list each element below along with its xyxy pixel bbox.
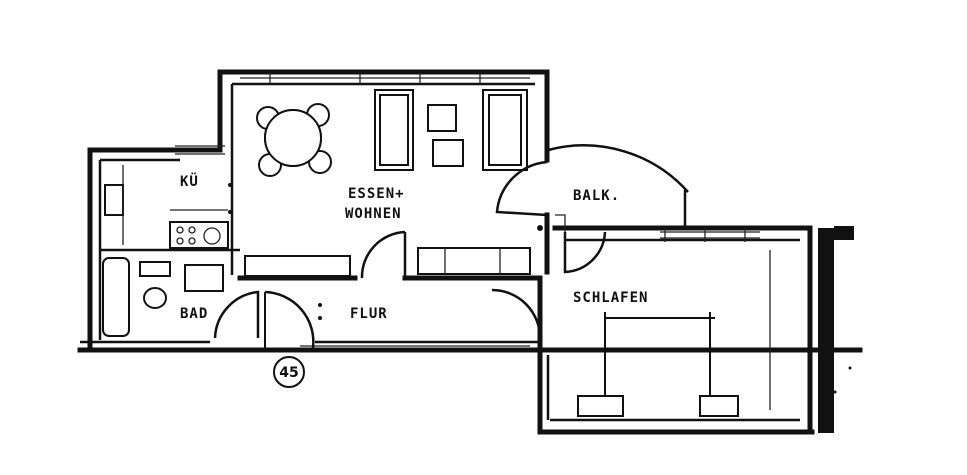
room-label-dining: ESSEN+ (348, 186, 405, 202)
room-label-kitchen: KÜ (180, 172, 199, 190)
unit-marker-number: 45 (279, 365, 298, 381)
room-label-bedroom: SCHLAFEN (573, 290, 648, 306)
doors (213, 144, 689, 349)
bed (577, 312, 739, 417)
unit-marker: 45 (273, 356, 305, 388)
walls (77, 69, 863, 435)
sideboard (244, 247, 531, 277)
dining-table-group (256, 103, 332, 177)
room-label-bath: BAD (180, 306, 208, 322)
bath-fixtures (102, 257, 224, 337)
room-label-living: WOHNEN (345, 206, 402, 222)
kitchen-fixtures (104, 165, 229, 249)
armchairs (427, 104, 464, 167)
sofa-right (482, 89, 528, 171)
sofa-left (374, 89, 414, 171)
marks (228, 183, 852, 394)
windows (175, 72, 771, 410)
room-label-hallway: FLUR (350, 306, 388, 322)
room-label-balcony: BALK. (573, 188, 620, 204)
